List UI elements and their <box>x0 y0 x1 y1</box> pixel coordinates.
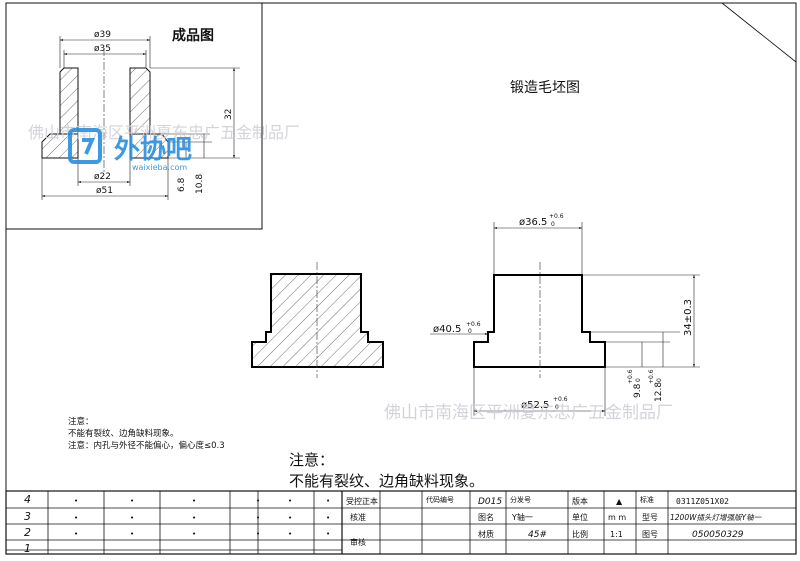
svg-text:•: • <box>192 530 196 538</box>
svg-text:•: • <box>74 497 78 505</box>
finished-product-frame <box>5 2 263 230</box>
dim-h12-8: 12.8 <box>654 382 664 402</box>
rev-dots: • • • • • • • • • • • • • • • • • • <box>74 497 330 538</box>
dim-h9-8-tol-low: 0 <box>635 378 642 382</box>
note-small-label: 注意： <box>68 416 94 427</box>
dim-d36-5: ø36.5 <box>519 217 547 228</box>
value-scale: 1:1 <box>610 530 623 539</box>
svg-text:•: • <box>326 497 330 505</box>
forging-blank-title: 锻造毛坯图 <box>510 80 580 96</box>
value-code-no: D015 <box>478 497 502 507</box>
value-drawing-name: Y轴一 <box>511 512 533 522</box>
svg-text:•: • <box>192 514 196 522</box>
dim-d40-5-tol-low: 0 <box>468 328 472 335</box>
dim-d52-5: ø52.5 <box>521 400 549 411</box>
svg-text:•: • <box>288 514 292 522</box>
finished-product-title: 成品图 <box>172 27 214 44</box>
title-block: 4 3 2 1 • • • • • • • • • • • • • • • • … <box>5 490 797 555</box>
dim-h12-8-tol-low: 0 <box>656 378 663 382</box>
note-large-line1: 不能有裂纹、边角缺料现象。 <box>289 472 484 490</box>
logo-url: waixieba.com <box>132 163 187 172</box>
dim-h9-8-tol-up: +0.6 <box>627 369 634 384</box>
dim-d52-5-tol-low: 0 <box>555 404 559 411</box>
dim-d35: ø35 <box>94 44 111 54</box>
label-model: 型号 <box>642 513 658 522</box>
rev-row-4: 4 <box>24 493 31 506</box>
label-standard: 标准 <box>640 495 654 504</box>
label-approve: 受控正本 <box>346 496 378 506</box>
rev-row-2: 2 <box>24 526 31 539</box>
value-unit: m m <box>608 513 626 522</box>
watermark-logo: 外协吧 waixieba.com <box>68 128 192 172</box>
label-review: 审核 <box>350 537 366 547</box>
dim-d52-5-tol-up: +0.6 <box>553 396 568 403</box>
svg-text:•: • <box>256 514 260 522</box>
value-standard-no: 0311Z051X02 <box>676 497 729 506</box>
dim-h9-8: 9.8 <box>633 383 643 398</box>
dim-h6-8: 6.8 <box>177 177 187 192</box>
dim-d36-5-tol-up: +0.6 <box>549 213 564 220</box>
finished-product-section: ø39 ø35 ø22 ø51 32 6.8 10.8 <box>41 30 240 200</box>
note-small-line1: 不能有裂纹、边角缺料现象。 <box>68 428 179 439</box>
svg-text:•: • <box>326 514 330 522</box>
dim-d36-5-tol-low: 0 <box>551 221 555 228</box>
dim-h32: 32 <box>224 109 234 120</box>
label-distribution: 分发号 <box>510 495 531 504</box>
svg-text:•: • <box>130 514 134 522</box>
dim-h12-8-tol-up: +0.6 <box>648 369 655 384</box>
logo-icon <box>68 128 102 164</box>
dim-d40-5-tol-up: +0.6 <box>466 321 481 328</box>
dim-h10-8: 10.8 <box>195 174 205 194</box>
value-model: 1200W插头灯增强版Y轴一 <box>670 513 763 522</box>
label-check: 核准 <box>350 512 366 522</box>
svg-text:•: • <box>130 530 134 538</box>
label-material: 材质 <box>478 529 494 539</box>
watermark-company-bottom: 佛山市南海区平洲夏东忠广五金制品厂 <box>384 403 673 423</box>
svg-text:•: • <box>256 497 260 505</box>
watermark-company-top: 佛山市南海区平洲夏东忠广五金制品厂 <box>28 123 300 142</box>
dim-d40-5: ø40.5 <box>433 324 461 335</box>
svg-text:•: • <box>74 530 78 538</box>
value-version-mark: ▲ <box>616 497 623 506</box>
label-version: 版本 <box>572 496 588 506</box>
value-drawing-no: 050050329 <box>692 530 744 540</box>
label-drawing-no: 图号 <box>642 530 658 539</box>
logo-text: 外协吧 <box>114 135 192 165</box>
svg-text:•: • <box>130 497 134 505</box>
forging-blank-outline: ø36.5 +0.6 0 ø40.5 +0.6 0 ø52.5 +0.6 0 3… <box>430 213 700 416</box>
value-material: 45# <box>528 530 547 540</box>
watermark: 佛山市南海区平洲夏东忠广五金制品厂 佛山市南海区平洲夏东忠广五金制品厂 外协吧 … <box>28 123 673 423</box>
svg-text:•: • <box>326 530 330 538</box>
note-small-line2: 注意：内孔与外径不能偏心，偏心度≤0.3 <box>68 440 225 451</box>
svg-text:•: • <box>74 514 78 522</box>
svg-text:•: • <box>288 530 292 538</box>
forging-blank-section <box>251 262 384 378</box>
rev-row-3: 3 <box>24 510 31 523</box>
label-unit: 单位 <box>572 512 588 522</box>
svg-text:•: • <box>288 497 292 505</box>
svg-text:•: • <box>192 497 196 505</box>
dim-h34: 34±0.3 <box>683 299 694 336</box>
svg-text:•: • <box>256 530 260 538</box>
corner-line <box>721 2 797 63</box>
dim-d39: ø39 <box>94 30 111 40</box>
dim-d51: ø51 <box>96 186 113 196</box>
dim-d22: ø22 <box>94 172 111 182</box>
rev-row-1: 1 <box>24 542 31 555</box>
label-code-no: 代码编号 <box>426 495 454 504</box>
note-large-label: 注意： <box>289 451 334 469</box>
label-scale: 比例 <box>572 529 588 539</box>
label-drawing-name: 图名 <box>478 512 494 522</box>
